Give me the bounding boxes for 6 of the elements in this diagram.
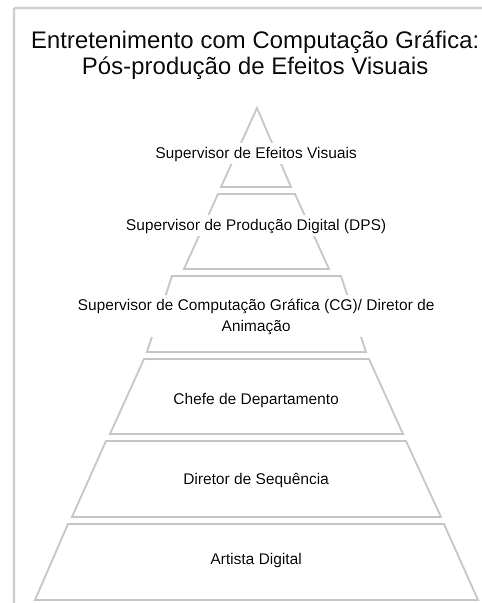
tier-label: Supervisor de Produção Digital (DPS) — [126, 214, 386, 236]
tier-label: Supervisor de Efeitos Visuais — [155, 142, 357, 164]
pyramid-tier — [72, 441, 441, 517]
pyramid-tier — [110, 359, 403, 434]
title: Entretenimento com Computação Gráfica: Pós-produção de Efeitos Visuais — [30, 28, 480, 80]
pyramid-tier — [35, 524, 478, 600]
